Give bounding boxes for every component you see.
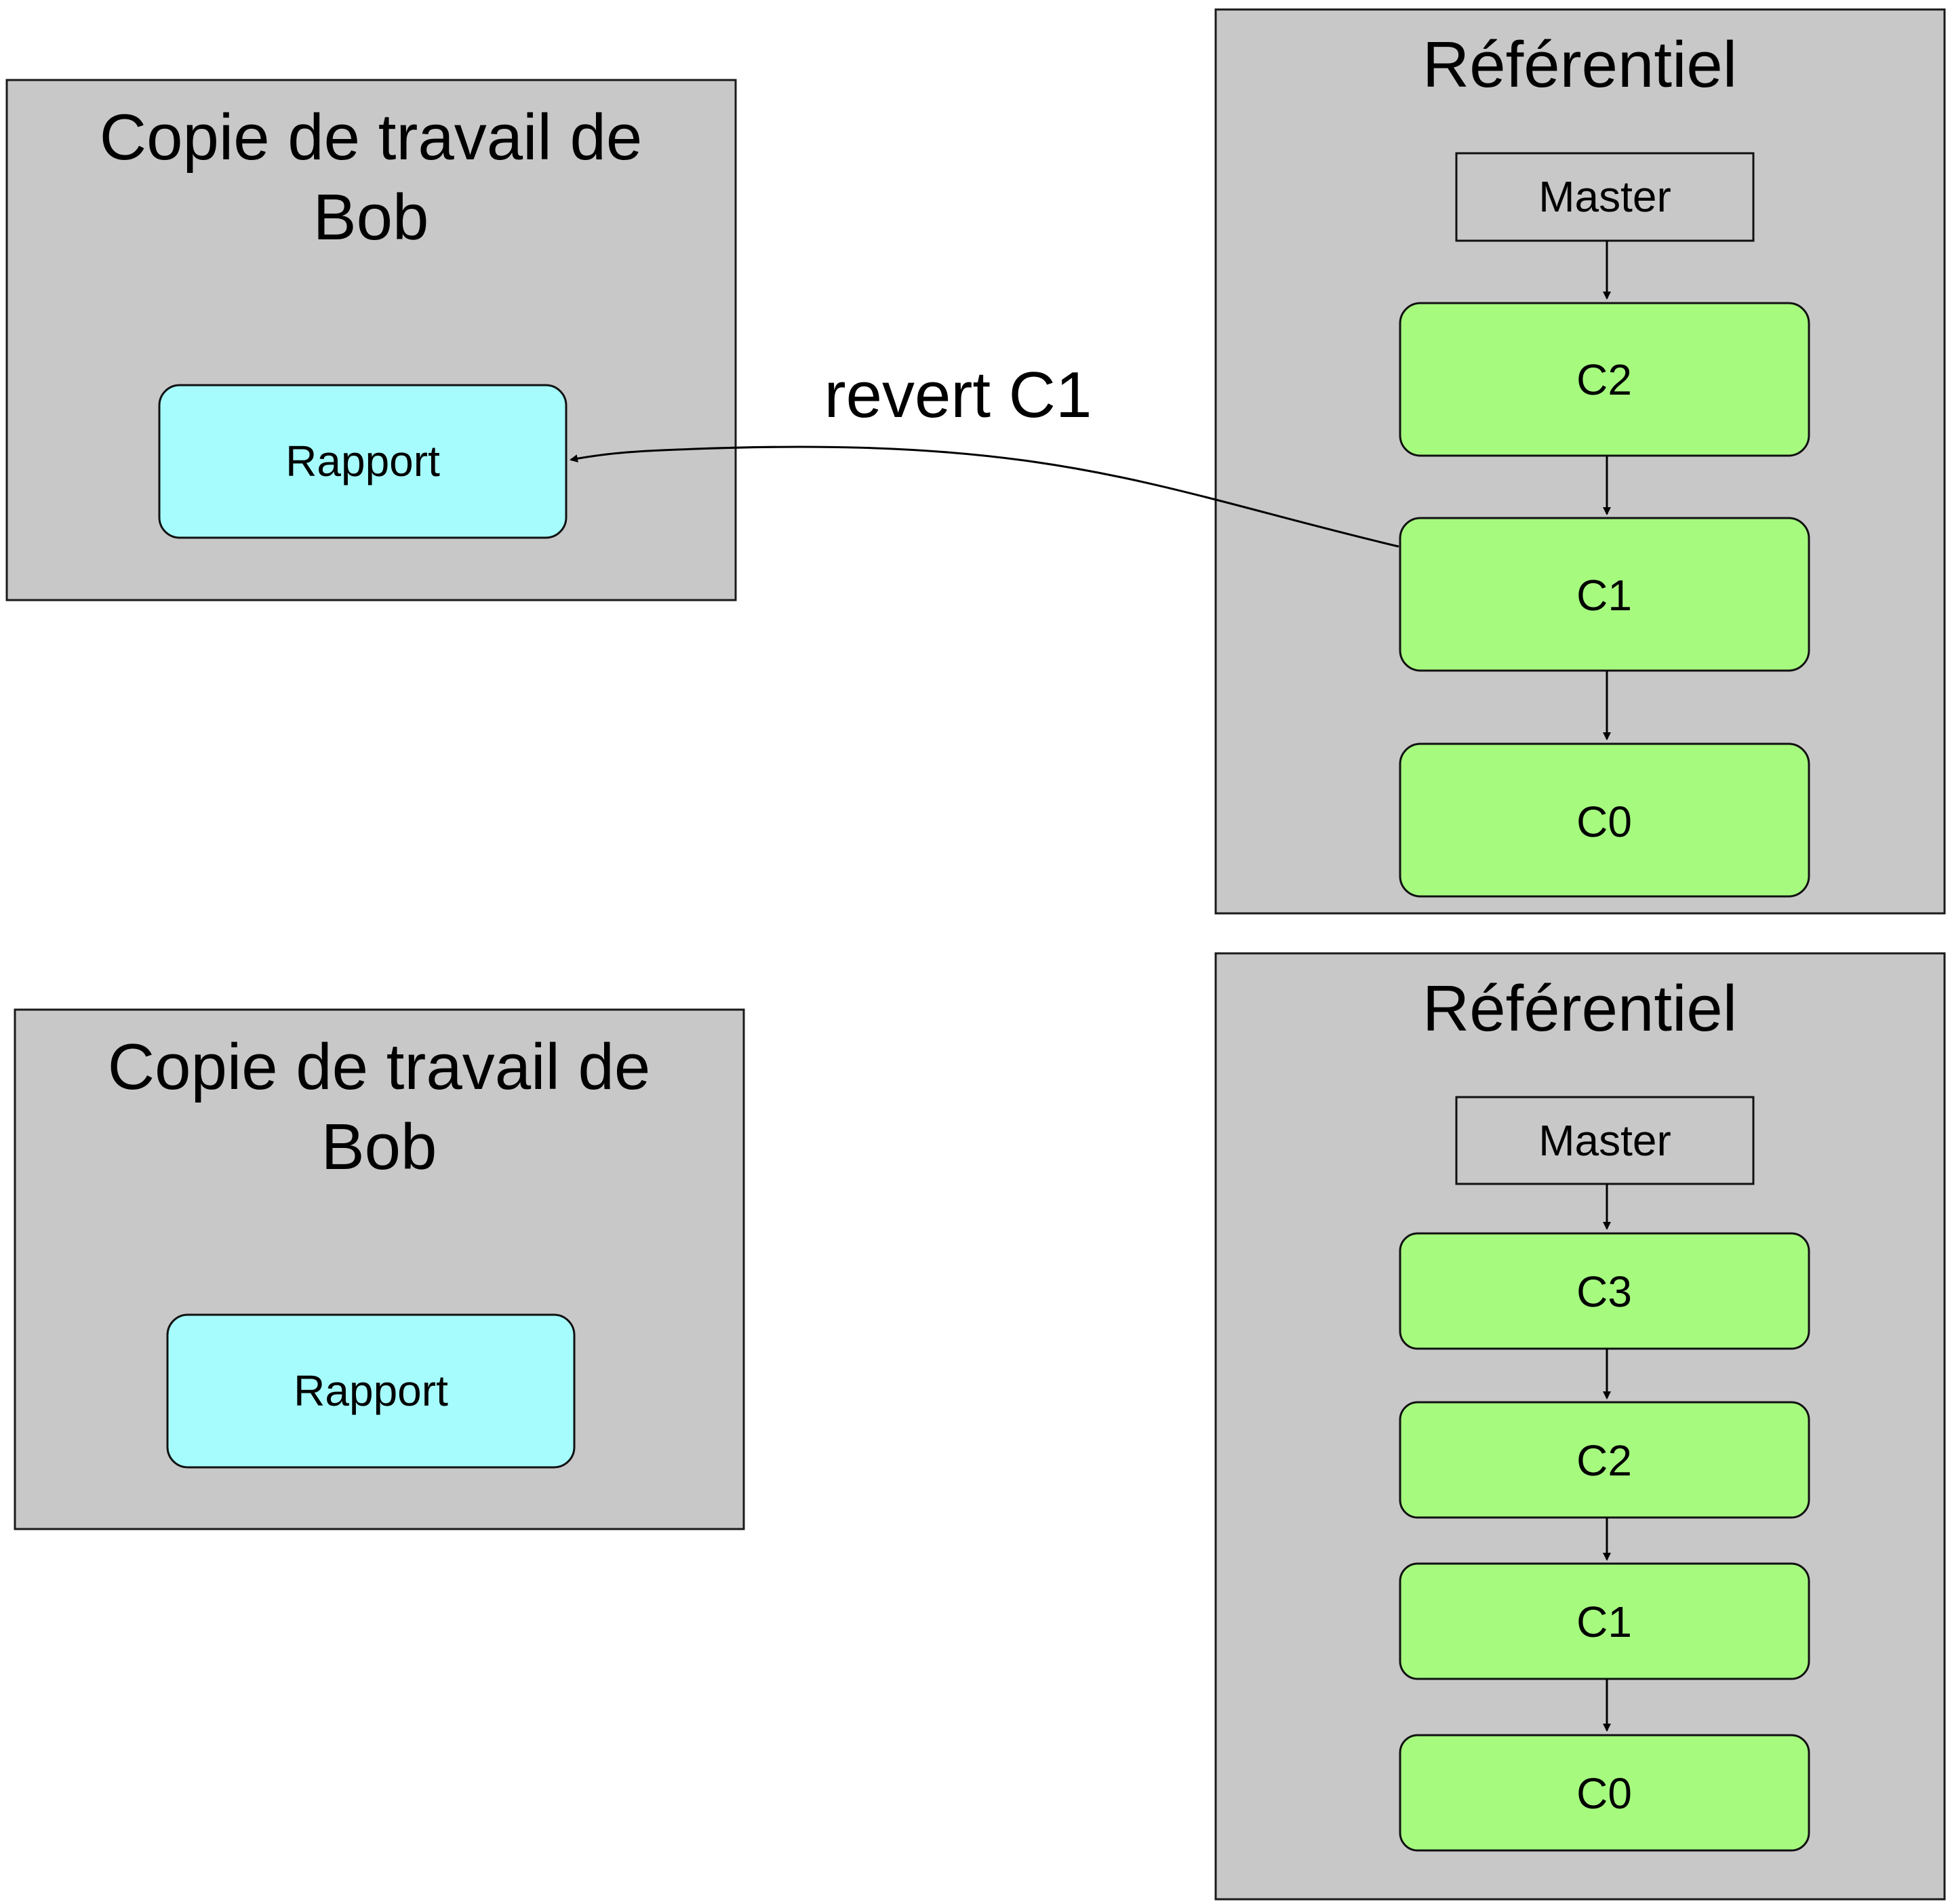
- top-commit-c1[interactable]: C1: [1399, 517, 1810, 672]
- bottom-commit-c0-label: C0: [1576, 1769, 1632, 1818]
- bottom-commit-c0[interactable]: C0: [1399, 1734, 1810, 1852]
- bottom-commit-c3-label: C3: [1576, 1267, 1632, 1316]
- bottom-branch-master[interactable]: Master: [1455, 1096, 1755, 1185]
- bottom-working-copy-title-line2: Bob: [321, 1111, 437, 1183]
- bottom-commit-c1[interactable]: C1: [1399, 1562, 1810, 1680]
- top-commit-c2[interactable]: C2: [1399, 302, 1810, 457]
- top-commit-c0[interactable]: C0: [1399, 742, 1810, 898]
- top-working-copy-title-line2: Bob: [313, 181, 429, 254]
- bottom-repository-panel: Référentiel Master C3 C2 C1 C0: [1214, 952, 1946, 1901]
- top-working-copy-title-line1: Copie de travail de: [100, 101, 642, 174]
- top-file-rapport[interactable]: Rapport: [158, 384, 567, 539]
- top-commit-c0-label: C0: [1576, 797, 1632, 846]
- bottom-working-copy-panel: Copie de travail de Bob Rapport: [14, 1008, 745, 1530]
- bottom-file-rapport[interactable]: Rapport: [166, 1313, 576, 1469]
- top-branch-master[interactable]: Master: [1455, 152, 1755, 242]
- bottom-commit-c1-label: C1: [1576, 1598, 1632, 1646]
- top-commit-c1-label: C1: [1576, 571, 1632, 620]
- bottom-repository-title: Référentiel: [1422, 972, 1737, 1045]
- revert-arrow: [570, 445, 1399, 548]
- top-working-copy-panel: Copie de travail de Bob Rapport: [5, 79, 737, 601]
- bottom-commit-c2[interactable]: C2: [1399, 1401, 1810, 1519]
- top-branch-label: Master: [1538, 172, 1671, 221]
- bottom-file-label: Rapport: [294, 1366, 448, 1415]
- top-commit-c2-label: C2: [1576, 355, 1632, 404]
- bottom-commit-c3[interactable]: C3: [1399, 1232, 1810, 1350]
- revert-label: revert C1: [824, 359, 1092, 431]
- bottom-working-copy-title-line1: Copie de travail de: [108, 1031, 650, 1103]
- top-repository-panel: Référentiel Master C2 C1 C0: [1214, 8, 1946, 915]
- bottom-branch-label: Master: [1538, 1116, 1671, 1165]
- top-repository-title: Référentiel: [1422, 28, 1737, 101]
- top-file-label: Rapport: [285, 437, 440, 485]
- bottom-commit-c2-label: C2: [1576, 1436, 1632, 1485]
